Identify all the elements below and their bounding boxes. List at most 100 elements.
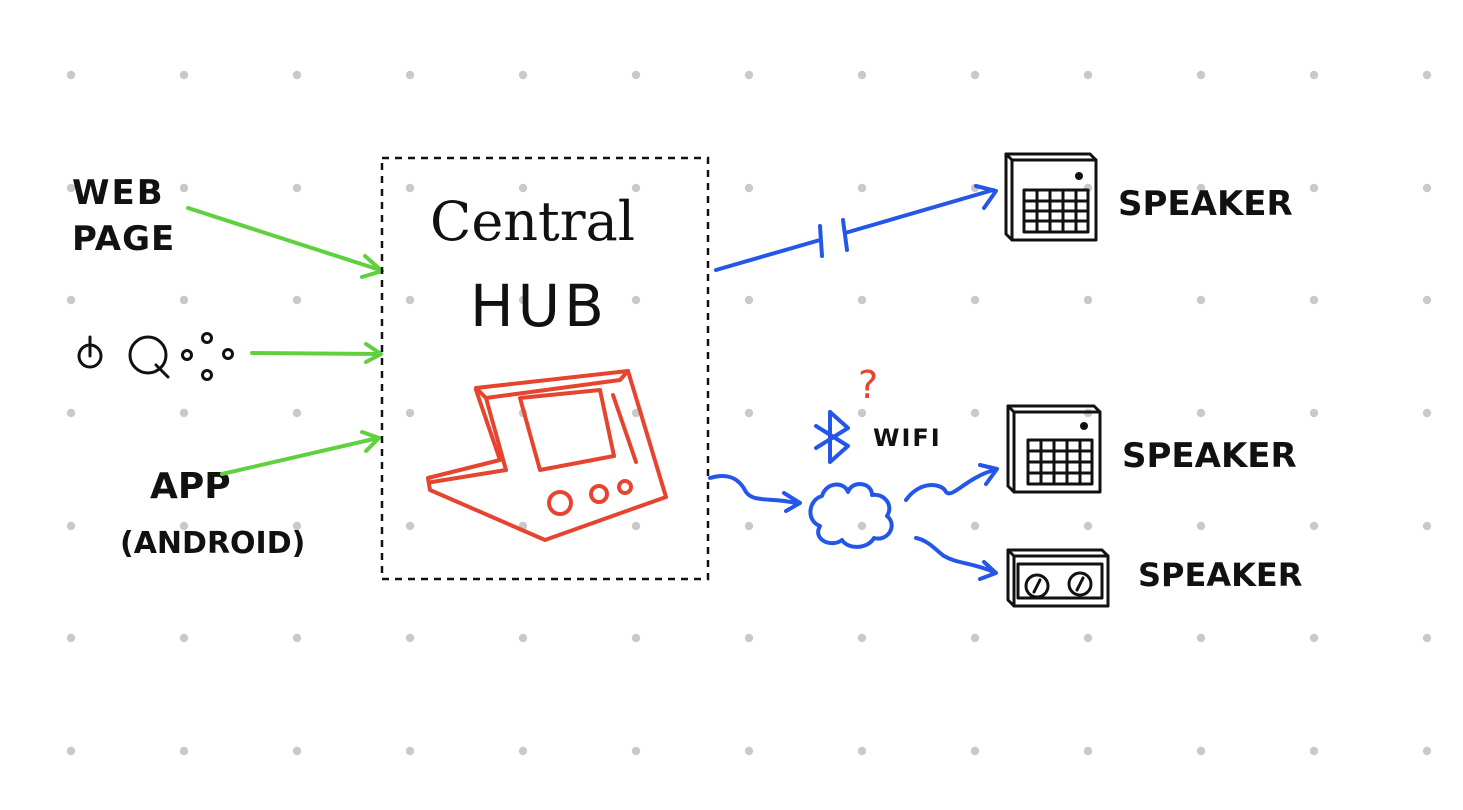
grid-dot [857, 521, 867, 531]
input-web-page: WEB PAGE [72, 173, 174, 259]
knob-icon [128, 335, 170, 379]
grid-dot [66, 183, 76, 193]
grid-dot [744, 521, 754, 531]
grid-dot [631, 633, 641, 643]
grid-dot [405, 70, 415, 80]
grid-dot [1422, 633, 1432, 643]
grid-dot [292, 746, 302, 756]
grid-dot [1083, 521, 1093, 531]
speaker-two-knob-icon [1006, 548, 1110, 608]
speaker-2-label: SPEAKER [1122, 436, 1297, 476]
cloud-icon [808, 482, 894, 549]
bluetooth-icon [814, 410, 850, 464]
grid-dot [857, 408, 867, 418]
grid-dot [179, 70, 189, 80]
arrow-web-to-hub [186, 206, 384, 279]
grid-dot [1196, 408, 1206, 418]
grid-dot [857, 183, 867, 193]
grid-dot [970, 633, 980, 643]
grid-dot [405, 408, 415, 418]
grid-dot [970, 521, 980, 531]
speaker-1: SPEAKER [1004, 152, 1293, 242]
arrow-controls-to-hub [250, 342, 383, 364]
speaker-3: SPEAKER [1006, 548, 1302, 608]
grid-dot [179, 633, 189, 643]
grid-dot [292, 408, 302, 418]
grid-dot [1422, 521, 1432, 531]
grid-dot [518, 746, 528, 756]
grid-dot [631, 295, 641, 305]
grid-dot [631, 70, 641, 80]
power-icon [77, 335, 103, 369]
grid-dot [66, 521, 76, 531]
grid-dot [1309, 746, 1319, 756]
grid-dot [1083, 746, 1093, 756]
grid-dot [518, 633, 528, 643]
grid-dot [405, 295, 415, 305]
grid-dot [744, 70, 754, 80]
grid-dot [744, 408, 754, 418]
grid-dot [1422, 70, 1432, 80]
grid-dot [857, 633, 867, 643]
grid-dot [1196, 70, 1206, 80]
grid-dot [292, 521, 302, 531]
grid-dot [405, 633, 415, 643]
grid-dot [292, 70, 302, 80]
grid-dot [179, 521, 189, 531]
grid-dot [66, 295, 76, 305]
grid-dot [1196, 521, 1206, 531]
grid-dot [66, 633, 76, 643]
grid-dot [405, 183, 415, 193]
grid-dot [631, 183, 641, 193]
grid-dot [179, 746, 189, 756]
speaker-grid-icon [1006, 404, 1102, 494]
grid-dot [1196, 633, 1206, 643]
grid-dot [179, 183, 189, 193]
grid-dot [744, 746, 754, 756]
speaker-3-label: SPEAKER [1138, 556, 1302, 594]
grid-dot [518, 295, 528, 305]
grid-dot [857, 70, 867, 80]
wired-connection [714, 184, 998, 272]
speaker-grid-icon [1004, 152, 1098, 242]
grid-dot [1309, 295, 1319, 305]
app-label-line2: (ANDROID) [120, 526, 305, 561]
question-mark: ? [858, 363, 878, 407]
central-hub: Central HUB [380, 156, 710, 581]
grid-dot [1422, 295, 1432, 305]
grid-dot [179, 295, 189, 305]
grid-dot [970, 295, 980, 305]
grid-dot [970, 746, 980, 756]
hub-device-icon [426, 369, 668, 542]
grid-dot [1083, 295, 1093, 305]
grid-dot [66, 408, 76, 418]
grid-dot [1196, 295, 1206, 305]
grid-dot [1422, 183, 1432, 193]
grid-dot [179, 408, 189, 418]
grid-dot [1196, 183, 1206, 193]
hub-title-line1: Central [430, 190, 635, 253]
grid-dot [744, 633, 754, 643]
grid-dot [631, 521, 641, 531]
grid-dot [518, 183, 528, 193]
grid-dot [1309, 70, 1319, 80]
grid-dot [1422, 746, 1432, 756]
grid-dot [744, 183, 754, 193]
grid-dot [292, 295, 302, 305]
grid-dot [518, 70, 528, 80]
web-page-label-line1: WEB [72, 173, 165, 213]
speaker-1-label: SPEAKER [1118, 184, 1293, 224]
grid-dot [405, 746, 415, 756]
grid-dot [970, 408, 980, 418]
grid-dot [292, 183, 302, 193]
wifi-label: WIFI [873, 424, 942, 452]
grid-dot [1309, 521, 1319, 531]
wireless-connection: WIFI ? [708, 363, 999, 581]
hub-title-line2: HUB [470, 272, 608, 340]
buttons-icon [181, 332, 234, 381]
speaker-2: SPEAKER [1006, 404, 1297, 494]
input-physical-controls [77, 332, 234, 381]
hub-boundary [380, 156, 710, 581]
grid-dot [631, 746, 641, 756]
